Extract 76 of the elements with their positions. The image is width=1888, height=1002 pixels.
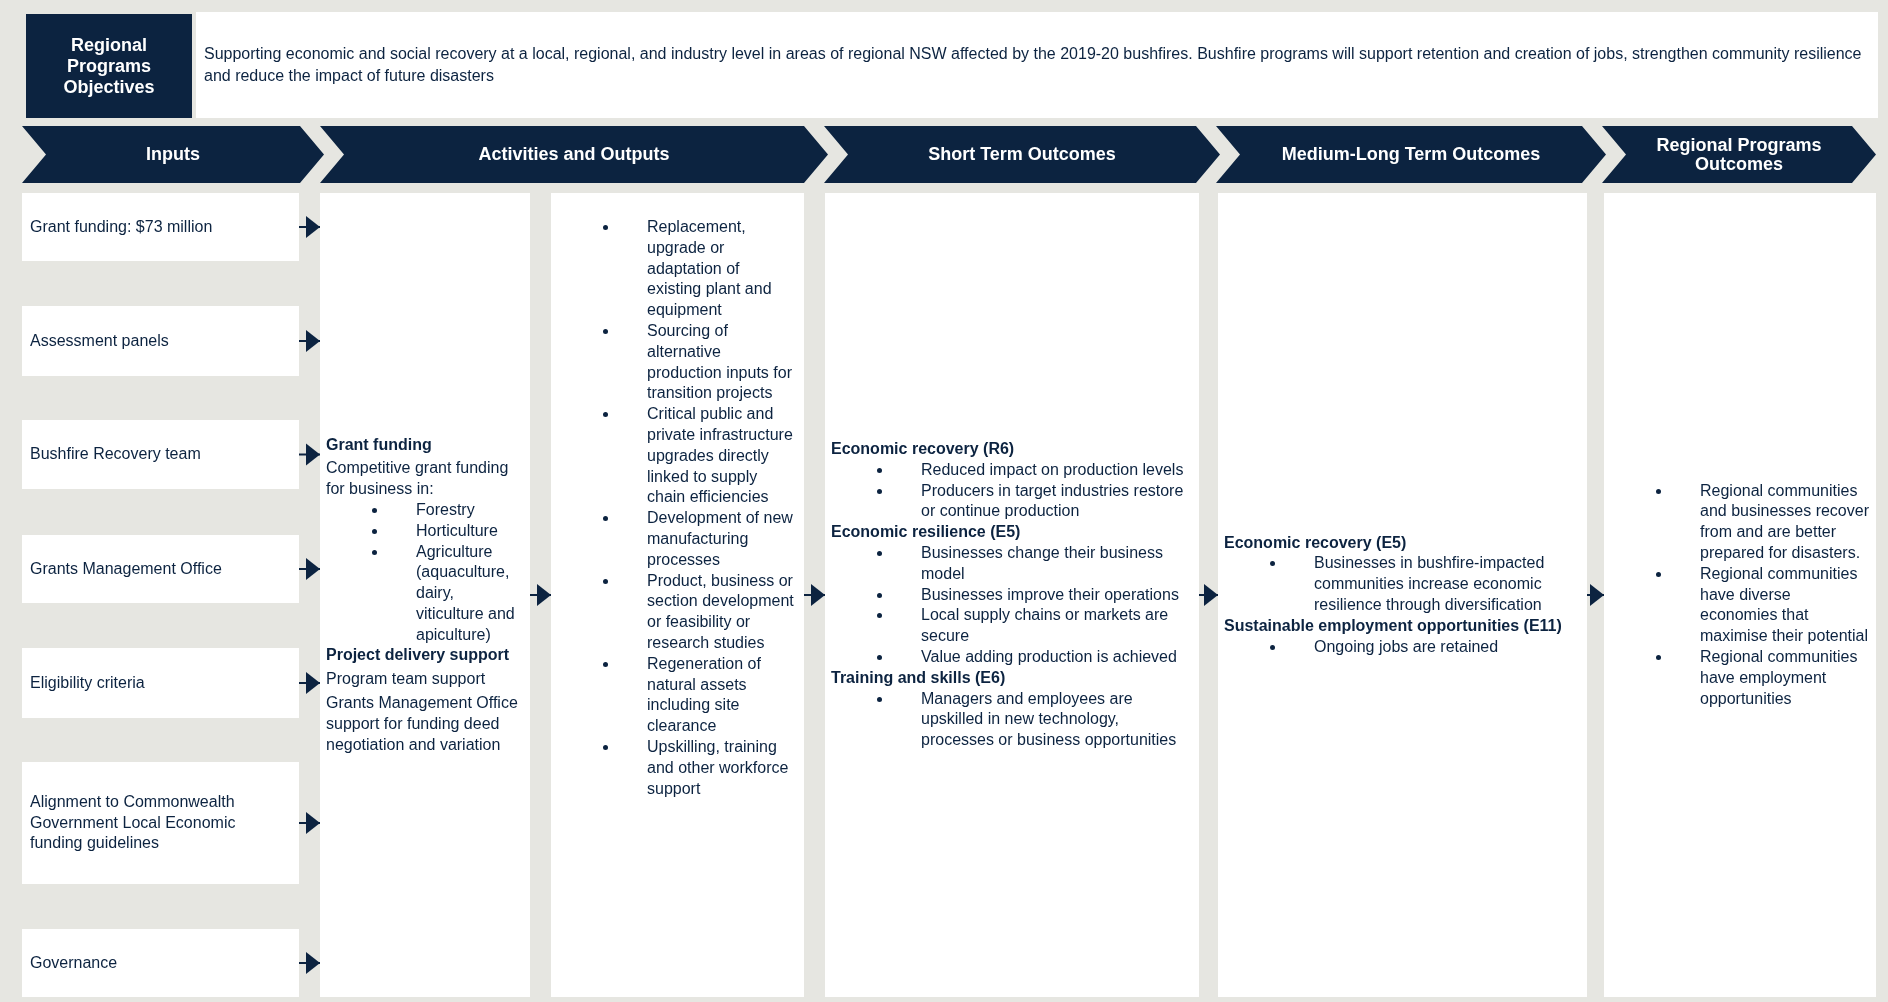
bullet-text: Development of new manufacturing processes	[647, 508, 794, 570]
bullet-text: Businesses in bushfire-impacted communities increase economic resilience through diversification	[1314, 553, 1546, 615]
section-heading: Project delivery support	[326, 645, 511, 666]
objectives-heading-box	[26, 14, 192, 118]
input-label: Bushfire Recovery team	[30, 444, 201, 465]
chevron-header	[320, 126, 828, 183]
section-heading: Sustainable employment opportunities (E11)	[1224, 615, 1563, 636]
input-box	[22, 929, 299, 997]
bullet-text: Producers in target industries restore or continue production	[921, 480, 1185, 522]
arrow	[803, 584, 826, 606]
column-panel	[1218, 193, 1587, 997]
bullet-text: Ongoing jobs are retained	[1314, 636, 1500, 657]
section-heading: Economic resilience (E5)	[831, 522, 1022, 543]
input-box	[22, 193, 299, 261]
body-text: Grants Management Office support for funding deed negotiation and variation	[326, 693, 519, 755]
section-heading: Economic recovery (E5)	[1224, 532, 1408, 553]
arrow	[1198, 584, 1219, 606]
column-panel	[1604, 193, 1876, 997]
chevron-header	[824, 126, 1220, 183]
arrow	[298, 812, 321, 834]
input-label: Eligibility criteria	[30, 672, 145, 693]
column-panel	[825, 193, 1199, 997]
bullet-text: Regional communities have employment opportunities	[1700, 647, 1859, 709]
input-label: Grants Management Office	[30, 558, 222, 579]
section-heading: Economic recovery (R6)	[831, 439, 1016, 459]
arrow	[298, 558, 321, 580]
bullet-text: Regional communities and businesses recover from and are better prepared for disasters.	[1700, 480, 1870, 563]
section-heading: Grant funding	[326, 434, 433, 455]
heading-text: Regional Programs Objectives	[62, 34, 156, 98]
bullet-text: Forestry	[416, 499, 476, 520]
bullet-text: Managers and employees are upskilled in new technology, processes or business opportunities	[921, 688, 1178, 751]
body-text: Program team support	[326, 669, 487, 690]
chevron-header	[1216, 126, 1606, 183]
chevron-header	[1602, 126, 1876, 183]
arrow	[298, 952, 321, 974]
input-label: Assessment panels	[30, 330, 169, 351]
section-heading: Training and skills (E6)	[831, 667, 1007, 688]
bullet-text: Replacement, upgrade or adaptation of existing plant and equipment	[647, 217, 773, 321]
input-box	[22, 762, 299, 884]
body-text: Competitive grant funding for business in:	[326, 458, 510, 500]
column-panel	[551, 193, 804, 997]
input-box	[22, 648, 299, 718]
bullet-text: Horticulture	[416, 520, 499, 541]
objectives-box	[196, 12, 1878, 118]
bullet-text: Regeneration of natural assets including site clearance	[647, 653, 762, 737]
input-label: Alignment to Commonwealth Government Local Economic funding guidelines	[30, 791, 237, 854]
bullet-text: Regional communities have diverse economies that maximise their potential	[1700, 563, 1870, 647]
bullet-text: Upskilling, training and other workforce support	[647, 736, 790, 799]
bullet-text: Critical public and private infrastructure upgrades directly linked to supply chain efficiencies	[647, 404, 794, 508]
arrow	[298, 330, 321, 352]
arrow	[1586, 584, 1605, 606]
description-text: Supporting economic and social recovery at a local, regional, and industry level in areas of regional NSW affected by the 2019-20 bushfires. Bushfire programs will support retention and creation of jobs, strengthen community resilience and reduce the impact of future disasters	[204, 44, 1863, 86]
header-label: Short Term Outcomes	[928, 145, 1116, 164]
input-label: Grant funding: $73 million	[30, 216, 213, 237]
bullet-text: Product, business or section development or feasibility or research studies	[647, 570, 795, 653]
input-box	[22, 420, 299, 489]
input-box	[22, 535, 299, 603]
bullet-text: Businesses change their business model	[921, 543, 1164, 584]
arrow	[298, 216, 321, 238]
arrow	[529, 584, 552, 606]
arrow	[298, 672, 321, 694]
column-panel	[320, 193, 530, 997]
header-label: Inputs	[146, 145, 200, 164]
bullet-text: Agriculture (aquaculture, dairy, viticulture and apiculture)	[416, 541, 516, 645]
header-label: Medium-Long Term Outcomes	[1281, 145, 1541, 164]
bullet-text: Sourcing of alternative production inputs for transition projects	[647, 321, 793, 404]
bullet-text: Businesses improve their operations	[921, 584, 1180, 605]
header-label: Regional Programs Outcomes	[1655, 135, 1823, 174]
chevron-header	[22, 126, 324, 183]
bullet-text: Reduced impact on production levels	[921, 459, 1185, 480]
arrow	[298, 443, 321, 466]
header-label: Activities and Outputs	[478, 145, 670, 164]
bullet-text: Value adding production is achieved	[921, 647, 1178, 667]
input-box	[22, 306, 299, 376]
bullet-text: Local supply chains or markets are secure	[921, 605, 1170, 647]
input-label: Governance	[30, 952, 118, 973]
